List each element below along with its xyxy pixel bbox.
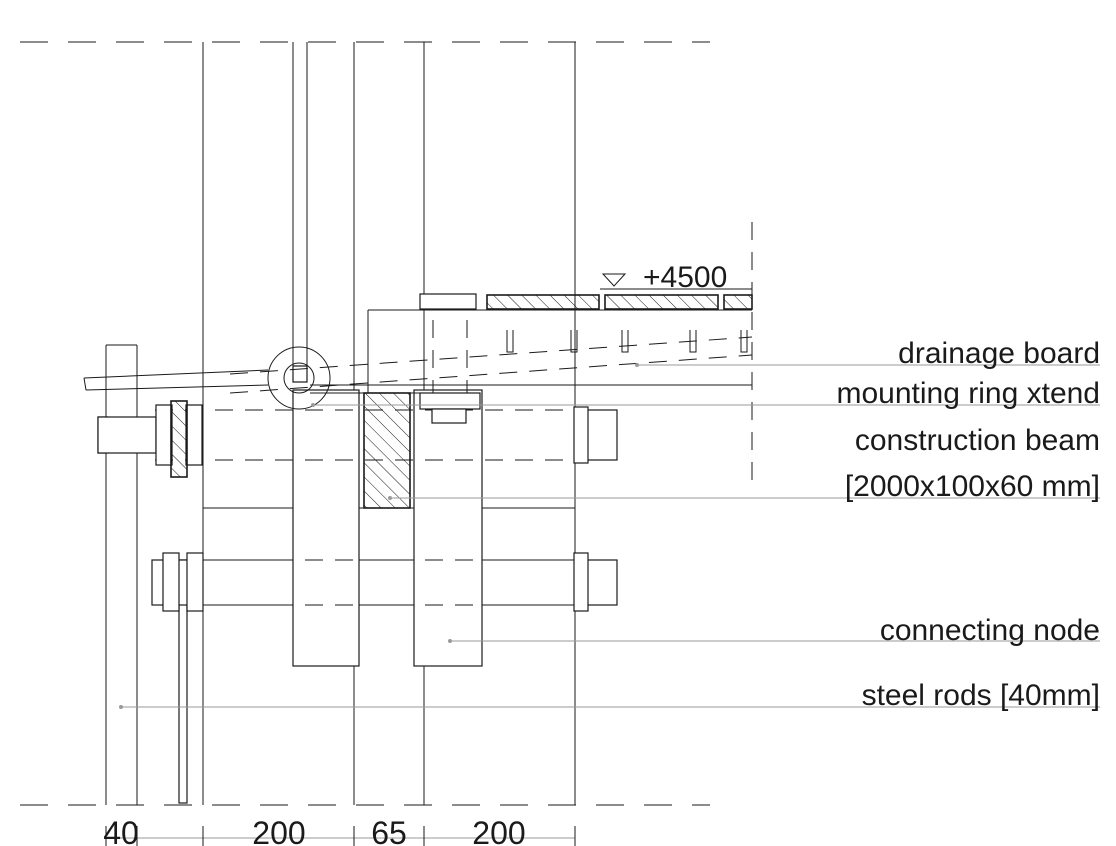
dimension-200-right: 200 <box>472 815 525 846</box>
label-connecting-node: connecting node <box>880 614 1100 647</box>
drainage-board <box>229 336 753 394</box>
dimension-40: 40 <box>103 815 139 846</box>
connecting-node-plates <box>292 389 483 667</box>
label-construction-beam: construction beam <box>855 424 1100 457</box>
mounting-ring <box>83 346 331 410</box>
leader-lines <box>119 363 1100 709</box>
horizontal-rails <box>203 507 575 606</box>
label-construction-beam-size: [2000x100x60 mm] <box>845 470 1100 503</box>
level-label: +4500 <box>643 261 727 294</box>
label-mounting-ring: mounting ring xtend <box>837 377 1101 410</box>
dimension-65: 65 <box>371 815 407 846</box>
label-steel-rods: steel rods [40mm] <box>862 679 1100 712</box>
bolt-upper <box>97 400 618 478</box>
dimension-200-left: 200 <box>252 815 305 846</box>
label-drainage-board: drainage board <box>898 337 1100 370</box>
hanging-tube <box>292 42 308 375</box>
dimension-chain: 40 200 65 200 <box>103 815 576 846</box>
steel-rods <box>97 344 138 805</box>
level-marker: +4500 <box>600 261 752 294</box>
bolt-lower <box>151 552 618 612</box>
